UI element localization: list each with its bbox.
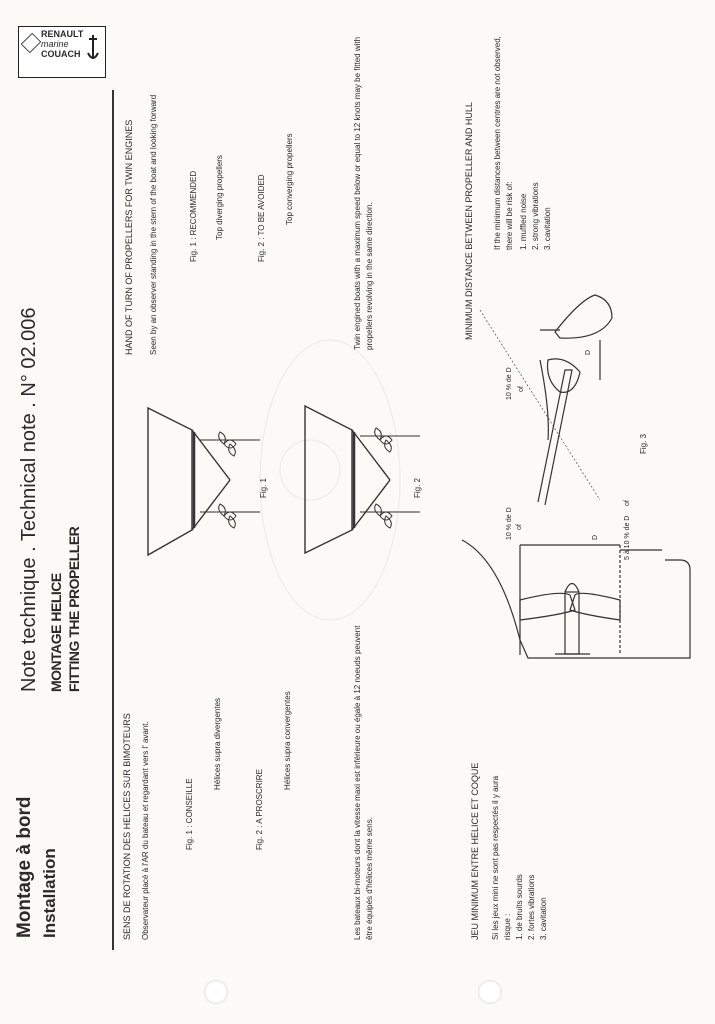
renault-couach-logo: RENAULT marine COUACH: [18, 26, 106, 78]
fig2-caption: Fig. 2: [413, 477, 422, 498]
dim-label-of-1: of: [516, 524, 523, 530]
fig2-propeller-top: [360, 427, 420, 453]
fig1-propeller-top: [200, 431, 260, 457]
fig1-caption: Fig. 1: [259, 477, 268, 498]
fig1-propeller-bottom: [200, 503, 260, 529]
dim-label-5to10: 5 à 10 % de D: [624, 515, 631, 560]
binder-hole-1: [204, 980, 228, 1004]
binder-hole-2: [478, 980, 502, 1004]
logo-text-3: COUACH: [41, 49, 81, 59]
dim-label-10pct: 10 % de D: [506, 507, 513, 540]
logo-text-2: marine: [41, 39, 69, 49]
fig3-hull-lower: [461, 539, 691, 659]
header-rule: [112, 90, 114, 950]
logo-text-1: RENAULT: [41, 29, 84, 39]
dim-label-of-2: of: [624, 500, 631, 506]
watermark-propeller: [259, 339, 401, 621]
anchor-icon: [87, 33, 99, 63]
fig1-hull: [147, 406, 231, 557]
fig2-propeller-bottom: [360, 503, 420, 529]
dim-label-of-3: of: [518, 386, 525, 392]
fig2-hull: [304, 404, 391, 555]
dim-label-D-2: D: [585, 349, 592, 355]
fig3-shaft: [479, 294, 613, 506]
dim-label-D: D: [592, 534, 599, 540]
dim-label-10pct-b: 10 % de D: [506, 367, 513, 400]
fig3-caption: Fig. 3: [639, 433, 648, 454]
